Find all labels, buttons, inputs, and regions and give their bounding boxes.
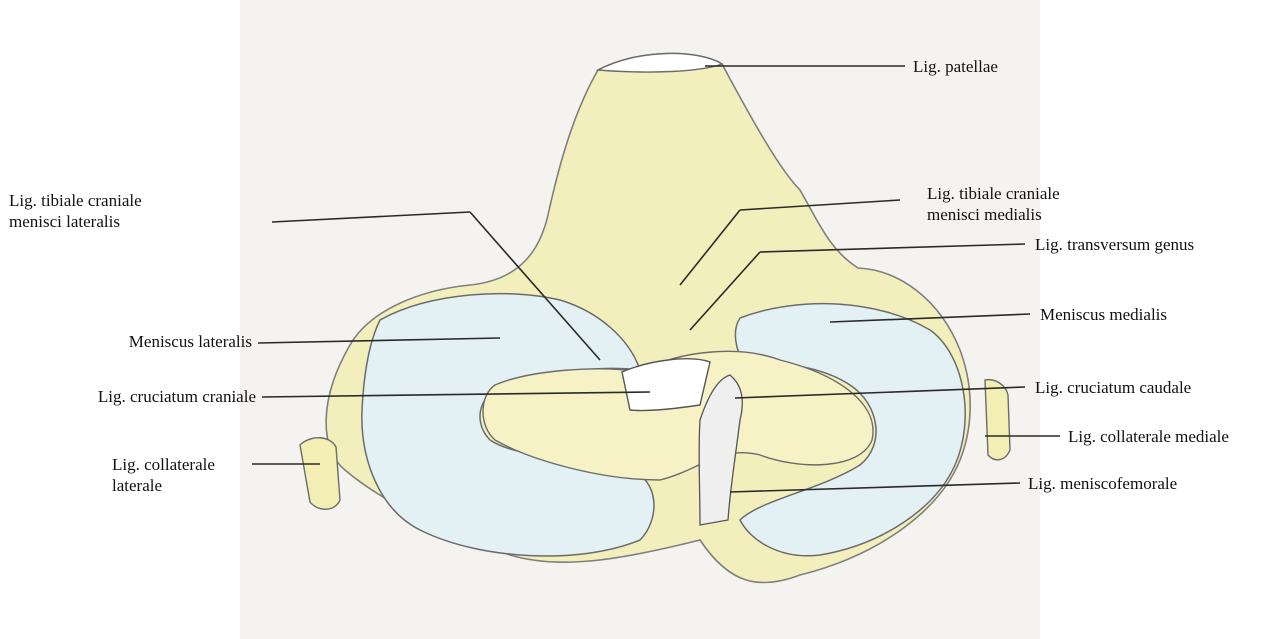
label-lig-transversum-genus: Lig. transversum genus [1035,234,1194,255]
label-lig-meniscofemorale: Lig. meniscofemorale [1028,473,1177,494]
label-lig-collaterale-mediale: Lig. collaterale mediale [1068,426,1229,447]
label-meniscus-medialis: Meniscus medialis [1040,304,1167,325]
label-lig-tibiale-craniale-medialis: Lig. tibiale craniale menisci medialis [927,183,1060,225]
cranial-cruciate-ligament [622,359,710,411]
medial-collateral-ligament [985,380,1010,460]
label-text: Lig. cruciatum caudale [1035,377,1191,398]
label-text: Lig. meniscofemorale [1028,473,1177,494]
label-text: Lig. patellae [913,56,998,77]
label-text-line1: Lig. tibiale craniale [9,190,142,211]
label-lig-cruciatum-craniale: Lig. cruciatum craniale [40,386,256,407]
label-text-line2: menisci medialis [927,204,1060,225]
label-text-line1: Lig. tibiale craniale [927,183,1060,204]
label-lig-tibiale-craniale-lateralis: Lig. tibiale craniale menisci lateralis [9,190,142,232]
label-meniscus-lateralis: Meniscus lateralis [60,331,252,352]
label-lig-cruciatum-caudale: Lig. cruciatum caudale [1035,377,1191,398]
label-text-line2: menisci lateralis [9,211,142,232]
label-lig-patellae: Lig. patellae [913,56,998,77]
label-text: Meniscus medialis [1040,304,1167,325]
label-text: Meniscus lateralis [60,331,252,352]
label-lig-collaterale-laterale: Lig. collaterale laterale [112,454,215,496]
label-text: Lig. collaterale mediale [1068,426,1229,447]
label-text-line1: Lig. collaterale [112,454,215,475]
label-text: Lig. transversum genus [1035,234,1194,255]
label-text-line2: laterale [112,475,215,496]
label-text: Lig. cruciatum craniale [40,386,256,407]
